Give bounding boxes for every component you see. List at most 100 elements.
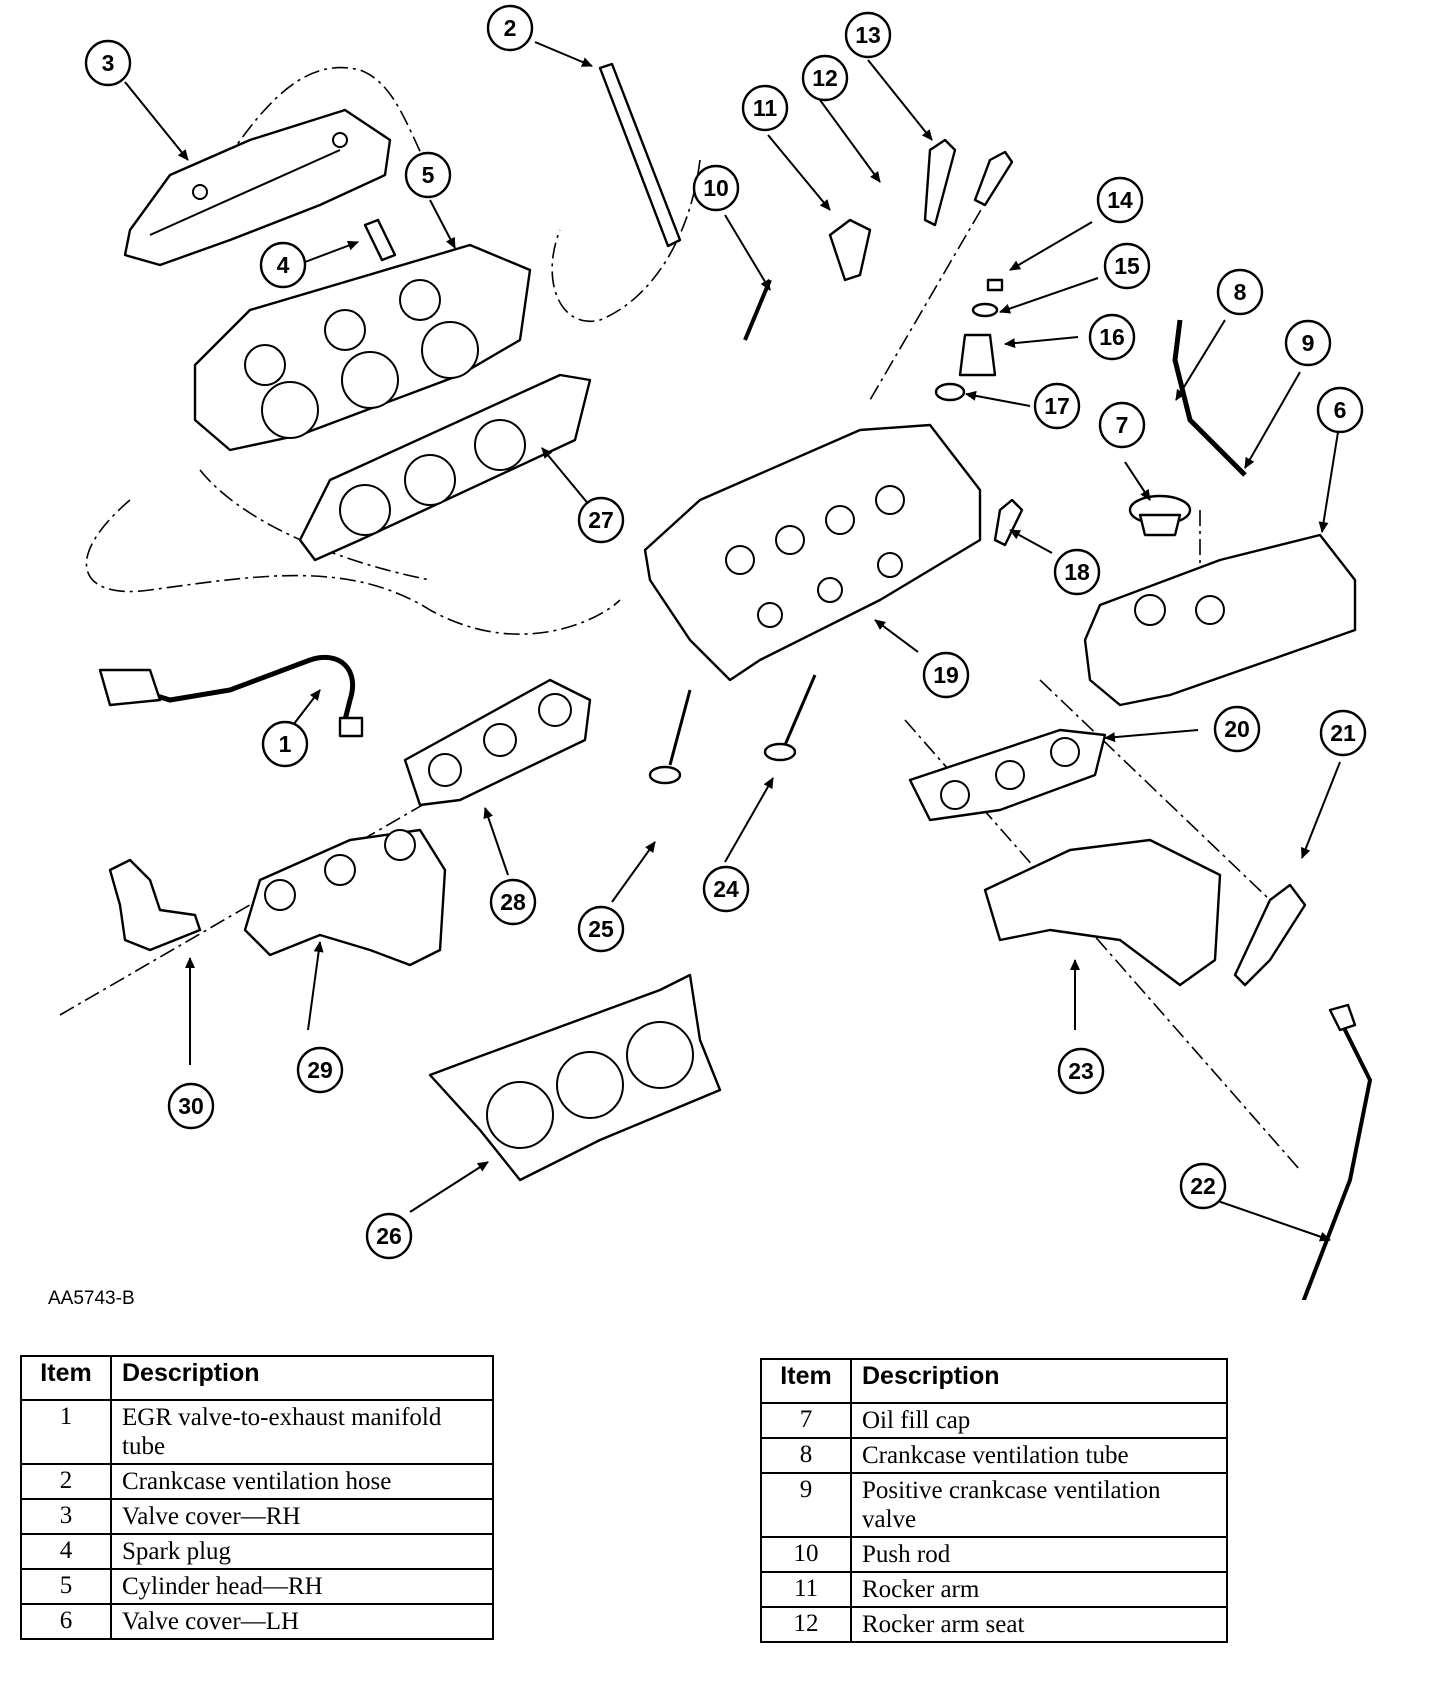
- svg-text:21: 21: [1330, 720, 1356, 746]
- item-description: Rocker arm: [850, 1571, 1228, 1608]
- exploded-engine-diagram: 1 2 3 4 5 6 7 8 9 10 11 12 13 14 15 16 1…: [59, 4, 1373, 1300]
- callout-15: 15: [1103, 242, 1151, 290]
- head-gasket-lh: [428, 973, 722, 1182]
- item-number: 1: [20, 1399, 112, 1465]
- bolt-18: [993, 498, 1024, 547]
- exhaust-manifold-lh: [983, 838, 1222, 987]
- push-rod: [743, 279, 772, 341]
- callout-1: 1: [261, 720, 309, 768]
- callout-3: 3: [84, 39, 132, 87]
- item-description: Crankcase ventilation tube: [850, 1437, 1228, 1474]
- item-description: Positive crankcase ventilation valve: [850, 1472, 1228, 1538]
- item-description: Oil fill cap: [850, 1402, 1228, 1439]
- svg-text:16: 16: [1099, 324, 1125, 350]
- svg-text:25: 25: [588, 916, 614, 942]
- exhaust-manifold-rh: [243, 828, 447, 967]
- bracket-30: [108, 858, 202, 952]
- head-gasket-rh: [298, 373, 592, 562]
- header-item: Item: [760, 1358, 852, 1404]
- callout-4: 4: [259, 241, 307, 289]
- callout-12: 12: [801, 54, 849, 102]
- exhaust-gasket-lh: [908, 728, 1107, 822]
- item-number: 2: [20, 1463, 112, 1500]
- cylinder-head-rh: [193, 243, 532, 452]
- svg-text:26: 26: [376, 1223, 402, 1249]
- header-item: Item: [20, 1355, 112, 1401]
- cylinder-head-lh: [643, 423, 982, 682]
- callout-28: 28: [489, 878, 537, 926]
- callout-19: 19: [922, 651, 970, 699]
- header-description: Description: [110, 1355, 494, 1401]
- callout-27: 27: [577, 496, 625, 544]
- item-number: 6: [20, 1603, 112, 1640]
- svg-text:1: 1: [279, 731, 292, 757]
- item-description: Push rod: [850, 1536, 1228, 1573]
- callout-24: 24: [702, 865, 750, 913]
- item-description: Spark plug: [110, 1533, 494, 1570]
- valves: [648, 674, 817, 785]
- svg-text:17: 17: [1044, 393, 1070, 419]
- item-description: EGR valve-to-exhaust manifold tube: [110, 1399, 494, 1465]
- svg-text:11: 11: [753, 95, 778, 121]
- table-header: Item Description: [20, 1355, 494, 1401]
- item-number: 11: [760, 1571, 852, 1608]
- callout-9: 9: [1284, 319, 1332, 367]
- svg-text:14: 14: [1107, 187, 1133, 213]
- item-number: 3: [20, 1498, 112, 1535]
- callout-7: 7: [1098, 401, 1146, 449]
- diagram-code: AA5743-B: [48, 1288, 135, 1309]
- callout-20: 20: [1213, 705, 1261, 753]
- oil-fill-cap: [1128, 494, 1192, 537]
- svg-text:19: 19: [933, 662, 959, 688]
- bracket-21: [1233, 883, 1307, 987]
- callout-25: 25: [577, 905, 625, 953]
- svg-text:24: 24: [713, 876, 739, 902]
- crankcase-ventilation-hose: [598, 62, 682, 248]
- svg-text:30: 30: [178, 1093, 204, 1119]
- svg-text:20: 20: [1224, 716, 1250, 742]
- svg-text:6: 6: [1334, 397, 1347, 423]
- callout-21: 21: [1319, 709, 1367, 757]
- bolts-top: [923, 138, 1014, 227]
- item-number: 5: [20, 1568, 112, 1605]
- svg-text:15: 15: [1114, 253, 1140, 279]
- svg-text:18: 18: [1064, 559, 1090, 585]
- callout-14: 14: [1096, 176, 1144, 224]
- item-number: 9: [760, 1472, 852, 1538]
- callout-5: 5: [404, 151, 452, 199]
- svg-text:27: 27: [588, 507, 614, 533]
- svg-text:22: 22: [1190, 1173, 1216, 1199]
- valve-cover-rh: [123, 108, 392, 267]
- svg-text:8: 8: [1234, 279, 1247, 305]
- svg-text:23: 23: [1068, 1058, 1094, 1084]
- svg-text:5: 5: [422, 162, 435, 188]
- callout-26: 26: [365, 1212, 413, 1260]
- callout-22: 22: [1179, 1162, 1227, 1210]
- callout-18: 18: [1053, 548, 1101, 596]
- item-description: Rocker arm seat: [850, 1606, 1228, 1643]
- svg-text:4: 4: [277, 252, 290, 278]
- table-header: Item Description: [760, 1358, 1228, 1404]
- svg-text:12: 12: [812, 65, 838, 91]
- leader-arrows: [124, 41, 1341, 1242]
- item-number: 8: [760, 1437, 852, 1474]
- svg-text:2: 2: [504, 15, 517, 41]
- callout-8: 8: [1216, 268, 1264, 316]
- callout-17: 17: [1033, 382, 1081, 430]
- item-description: Crankcase ventilation hose: [110, 1463, 494, 1500]
- item-number: 4: [20, 1533, 112, 1570]
- egr-tube: [98, 654, 364, 738]
- callout-13: 13: [844, 11, 892, 59]
- rocker-arm: [828, 218, 872, 282]
